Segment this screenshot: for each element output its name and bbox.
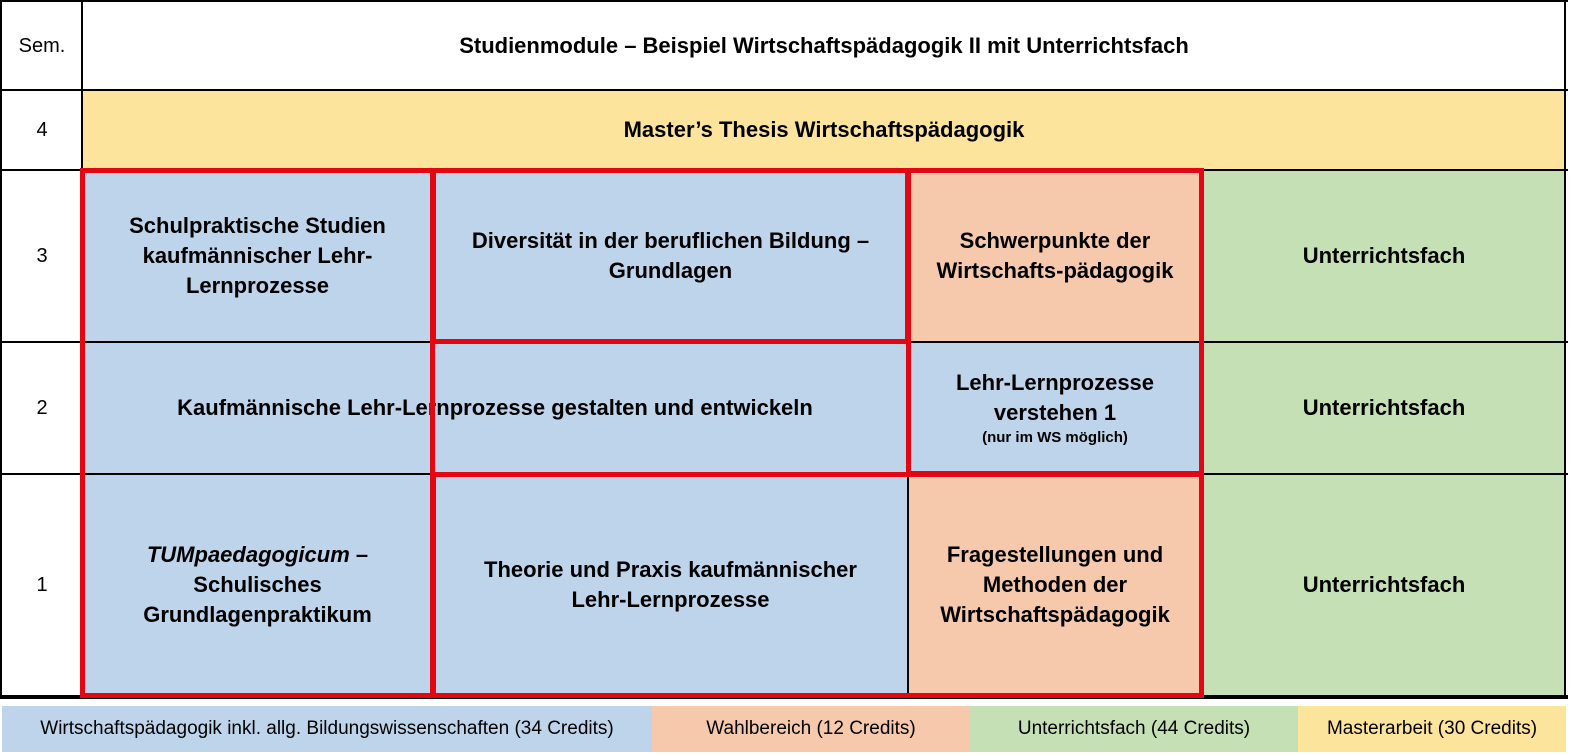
module-unterrichtsfach-sem1: Unterrichtsfach — [1202, 474, 1566, 696]
sem-1-label: 1 — [2, 474, 82, 696]
module-unterrichtsfach-sem3: Unterrichtsfach — [1202, 170, 1566, 342]
tumpaedagogicum-rest: – Schulisches Grundlagenpraktikum — [143, 542, 372, 627]
legend-wipaed: Wirtschaftspädagogik inkl. allg. Bildung… — [2, 706, 652, 752]
legend-masterarbeit: Masterarbeit (30 Credits) — [1298, 706, 1566, 752]
sem-header: Sem. — [2, 2, 82, 90]
module-unterrichtsfach-sem2: Unterrichtsfach — [1202, 342, 1566, 474]
module-lehr-lernprozesse-title: Lehr-Lernprozesse verstehen 1 — [955, 370, 1155, 425]
grid-left-border — [0, 0, 2, 698]
grid-bottom-border — [0, 695, 1568, 699]
module-schulpraktische-studien: Schulpraktische Studien kaufmännischer L… — [82, 170, 433, 342]
grid-col-divider-1 — [432, 474, 434, 696]
module-fragestellungen: Fragestellungen und Methoden der Wirtsch… — [908, 474, 1202, 696]
tumpaedagogicum-italic: TUMpaedagogicum — [146, 542, 350, 567]
grid-line-below-title — [0, 89, 1568, 91]
grid-col-divider-3 — [1201, 170, 1203, 696]
grid-right-border — [1564, 0, 1566, 698]
grid-line-below-sem3 — [0, 341, 1568, 343]
module-lehr-lernprozesse-note: (nur im WS möglich) — [982, 429, 1128, 446]
module-schwerpunkte: Schwerpunkte der Wirtschafts-pädagogik — [908, 170, 1202, 342]
grid-line-below-sem2 — [0, 473, 1568, 475]
module-tumpaedagogicum-text: TUMpaedagogicum – Schulisches Grundlagen… — [122, 540, 393, 630]
module-tumpaedagogicum: TUMpaedagogicum – Schulisches Grundlagen… — [82, 474, 433, 696]
grid-sem-divider — [81, 0, 83, 698]
sem-3-label: 3 — [2, 170, 82, 342]
legend-wahlbereich: Wahlbereich (12 Credits) — [652, 706, 970, 752]
module-masters-thesis: Master’s Thesis Wirtschaftspädagogik — [82, 90, 1566, 170]
sem-4-label: 4 — [2, 90, 82, 170]
legend-unterrichtsfach: Unterrichtsfach (44 Credits) — [970, 706, 1298, 752]
grid-line-below-sem4 — [0, 169, 1568, 171]
module-theorie-und-praxis: Theorie und Praxis kaufmännischer Lehr-L… — [433, 474, 908, 696]
module-kaufmaennische-lehr-lernprozesse: Kaufmännische Lehr-Lernprozesse gestalte… — [82, 342, 908, 474]
grid-top-border — [0, 0, 1568, 2]
page-title: Studienmodule – Beispiel Wirtschaftspäda… — [82, 2, 1566, 90]
module-diversitaet: Diversität in der beruflichen Bildung – … — [433, 170, 908, 342]
sem-2-label: 2 — [2, 342, 82, 474]
grid-col-divider-2 — [907, 474, 909, 696]
module-lehr-lernprozesse-verstehen: Lehr-Lernprozesse verstehen 1 (nur im WS… — [908, 342, 1202, 474]
